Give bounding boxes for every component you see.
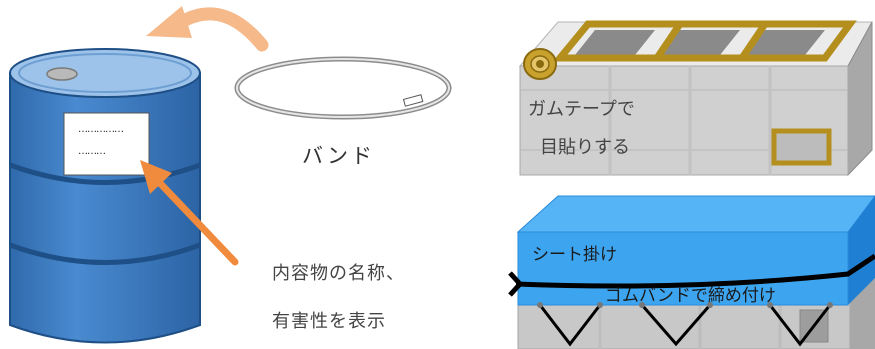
- curved-arrow-icon: [146, 6, 269, 52]
- rubber-band-label: ゴムバンドで締め付け: [605, 286, 776, 306]
- band-label: バンド: [302, 144, 376, 168]
- label-arrow-icon: [140, 160, 239, 266]
- tape-roll-icon: [523, 48, 557, 80]
- band-ring-icon: [234, 56, 452, 120]
- contents-name-label: 内容物の名称、: [272, 263, 405, 284]
- sheet-cover-label: シート掛け: [532, 245, 617, 265]
- drum-label-line-2: ………: [78, 146, 106, 157]
- drum-icon: [9, 48, 201, 344]
- taped-crate-icon: [518, 20, 873, 177]
- hazard-label: 有害性を表示: [272, 311, 386, 332]
- drum-label-line-1: ……………: [78, 124, 124, 135]
- tape-label-line-2: 目貼りする: [540, 137, 630, 158]
- tape-label-line-1: ガムテープで: [528, 99, 635, 120]
- sheet-covered-crate-icon: [508, 195, 875, 349]
